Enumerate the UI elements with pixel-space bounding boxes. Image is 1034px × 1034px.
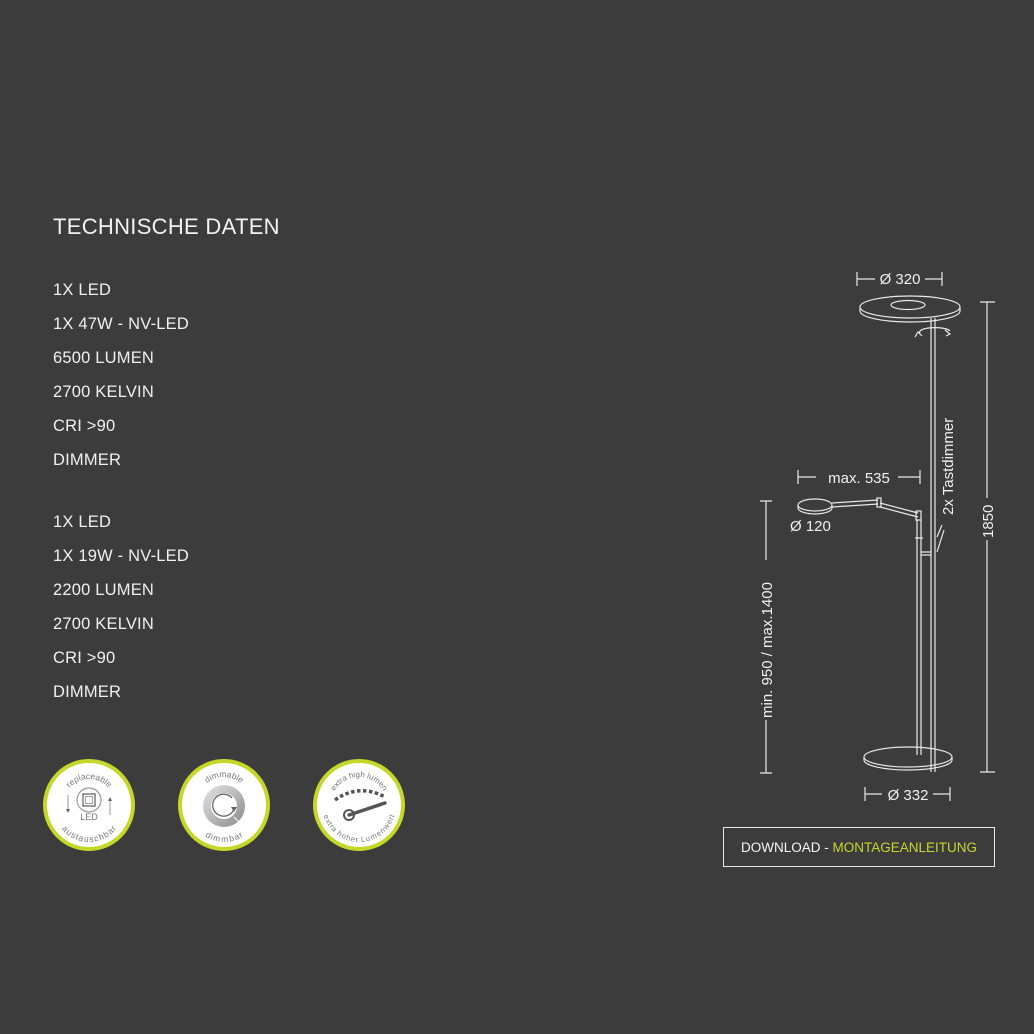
spec-item: 1X 47W - NV-LED bbox=[53, 315, 189, 333]
svg-text:min. 950 / max.1400: min. 950 / max.1400 bbox=[759, 582, 776, 718]
spec-list-main-light: 1X LED 1X 47W - NV-LED 6500 LUMEN 2700 K… bbox=[53, 280, 189, 484]
lamp-dimension-drawing: Ø 320 max. 535 Ø 120 min. 950 / max.1400… bbox=[759, 271, 997, 804]
page-title: TECHNISCHE DATEN bbox=[53, 214, 280, 239]
spec-item: 2200 LUMEN bbox=[53, 581, 155, 599]
dimmable-icon: dimmable dimmbar bbox=[202, 769, 246, 844]
download-manual-button[interactable]: DOWNLOAD - MONTAGEANLEITUNG bbox=[723, 827, 995, 867]
spec-item: 1X LED bbox=[53, 513, 112, 531]
svg-text:replaceable: replaceable bbox=[64, 771, 115, 789]
svg-text:2x Tastdimmer: 2x Tastdimmer bbox=[940, 418, 957, 515]
spec-item: 1X 19W - NV-LED bbox=[53, 547, 189, 565]
spec-item: 2700 KELVIN bbox=[53, 615, 154, 633]
download-prefix: DOWNLOAD - bbox=[740, 839, 833, 855]
spec-item: 1X LED bbox=[53, 281, 112, 299]
svg-text:Ø 332: Ø 332 bbox=[888, 787, 929, 804]
svg-text:extra high lumen: extra high lumen bbox=[329, 770, 390, 792]
svg-text:dimmbar: dimmbar bbox=[204, 829, 244, 844]
svg-text:LED: LED bbox=[80, 812, 98, 822]
spec-item: CRI >90 bbox=[53, 417, 116, 435]
spec-item: CRI >90 bbox=[53, 649, 116, 667]
svg-text:Ø 320: Ø 320 bbox=[880, 271, 921, 288]
download-label: MONTAGEANLEITUNG bbox=[832, 839, 978, 855]
spec-item: 2700 KELVIN bbox=[53, 383, 154, 401]
spec-item: 6500 LUMEN bbox=[53, 349, 155, 367]
extra-high-lumen-badge: extra high lumen extra hoher Lumenwert bbox=[313, 759, 405, 851]
replaceable-led-badge: replaceable austauschbar LED bbox=[43, 759, 135, 851]
spec-item: DIMMER bbox=[53, 683, 122, 701]
replaceable-led-icon: replaceable austauschbar LED bbox=[60, 771, 118, 844]
spec-item: DIMMER bbox=[53, 451, 122, 469]
spec-list-reading-light: 1X LED 1X 19W - NV-LED 2200 LUMEN 2700 K… bbox=[53, 512, 189, 716]
svg-text:1850: 1850 bbox=[980, 505, 997, 538]
extra-high-lumen-icon: extra high lumen extra hoher Lumenwert bbox=[322, 770, 397, 844]
svg-text:austauschbar: austauschbar bbox=[60, 823, 118, 844]
svg-text:Ø 120: Ø 120 bbox=[790, 518, 831, 535]
svg-text:max. 535: max. 535 bbox=[828, 470, 890, 487]
svg-text:dimmable: dimmable bbox=[202, 769, 246, 785]
svg-text:extra hoher Lumenwert: extra hoher Lumenwert bbox=[322, 812, 397, 844]
dimmable-badge: dimmable dimmbar bbox=[178, 759, 270, 851]
